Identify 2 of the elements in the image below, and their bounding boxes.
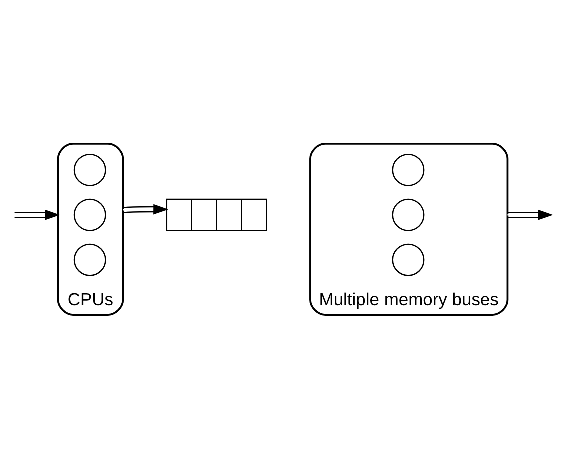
node-label: CPUs	[68, 288, 114, 309]
node-label: Multiple memory buses	[319, 288, 499, 309]
